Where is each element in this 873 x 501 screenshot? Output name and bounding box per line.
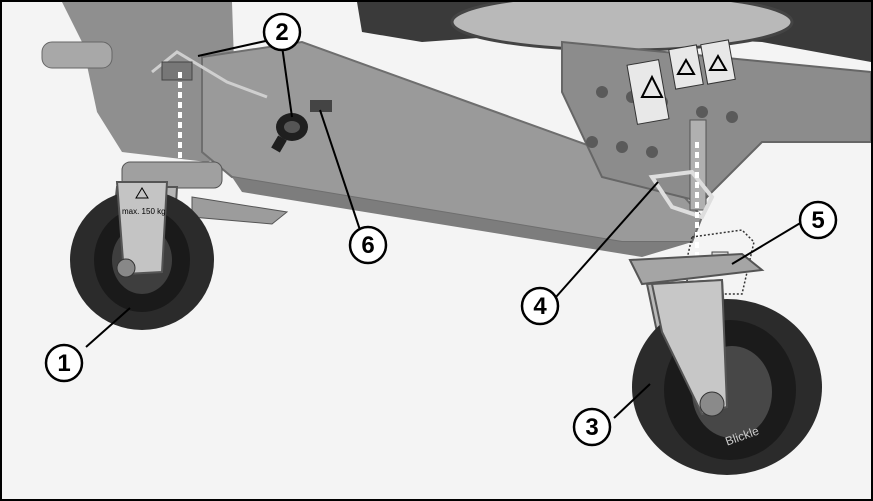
callout-4-label: 4: [533, 293, 547, 320]
callout-6-label: 6: [361, 232, 374, 259]
left-frame-plate: [62, 2, 237, 162]
left-caster-wheel: max. 150 kg: [70, 161, 289, 330]
callout-2: 2: [262, 12, 302, 52]
left-linch-pin: [151, 50, 268, 99]
callout-markers: 1 2 3 4 5 6: [44, 12, 838, 447]
callout-4: 4: [520, 286, 560, 326]
storage-slot: [310, 100, 332, 112]
warning-labels: [626, 39, 736, 125]
callout-3: 3: [572, 407, 612, 447]
right-caster-wheel: Blickle: [628, 252, 822, 475]
callout-2-label: 2: [275, 19, 288, 46]
callout-3-label: 3: [585, 414, 598, 441]
locking-knob: [271, 113, 308, 153]
wheel-load-decal: max. 150 kg: [122, 207, 166, 216]
callout-1: 1: [44, 343, 84, 383]
callout-6: 6: [348, 225, 388, 265]
lock-pin-detail-outline: [683, 229, 755, 295]
callout-5-label: 5: [811, 207, 824, 234]
left-axle-stub: [41, 41, 113, 69]
callout-5: 5: [798, 200, 838, 240]
callout-leaders: [85, 39, 803, 419]
callout-1-label: 1: [57, 350, 70, 377]
spreading-disc: [450, 2, 794, 52]
beam-shadow: [232, 177, 692, 257]
